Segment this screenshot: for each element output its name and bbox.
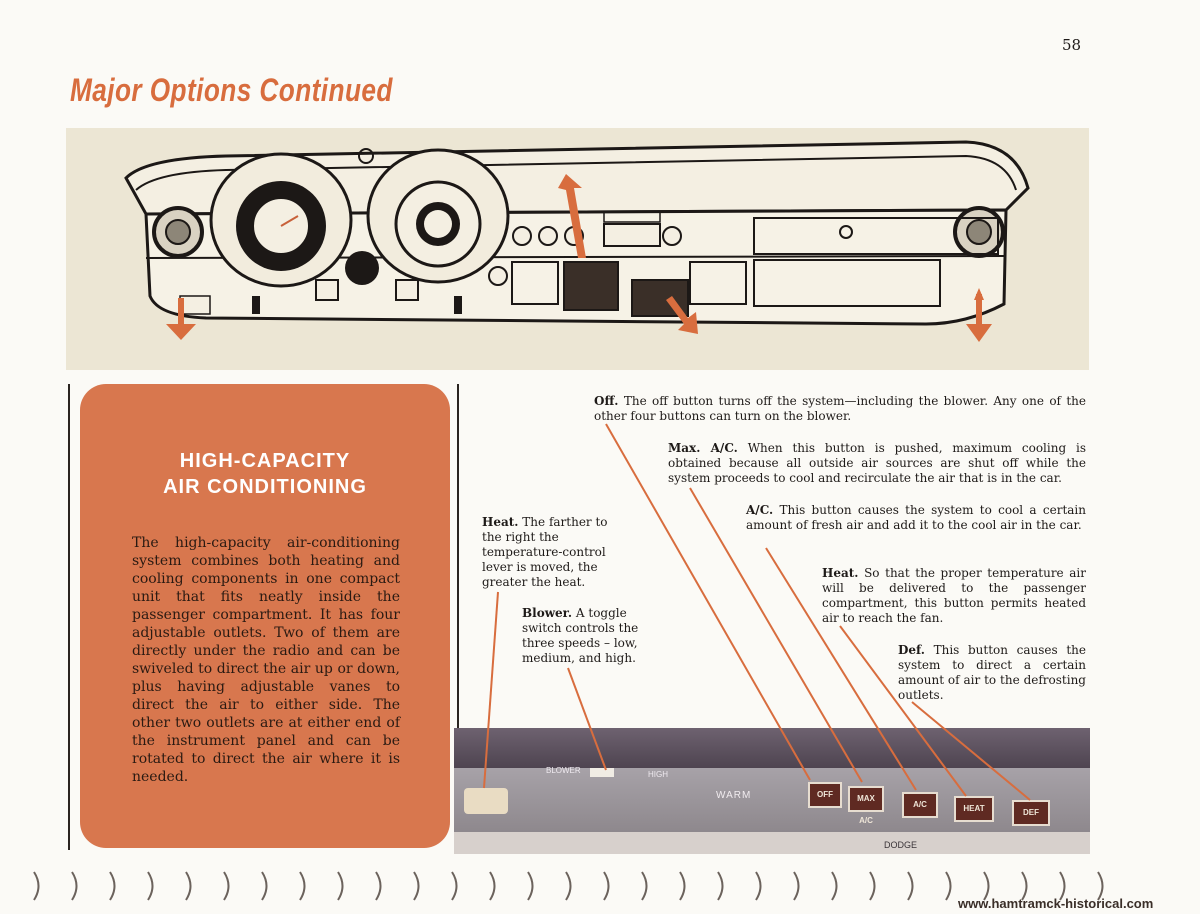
airflow-arrows [166, 174, 992, 342]
note-ac: A/C. This button causes the system to co… [746, 503, 1086, 533]
dashboard-illustration [66, 128, 1089, 370]
note-def: Def. This button causes the system to di… [898, 643, 1086, 703]
note-max-ac-term: Max. A/C. [668, 441, 738, 455]
binder-hole [1097, 871, 1104, 901]
temperature-lever[interactable] [464, 788, 508, 814]
binder-hole [907, 871, 914, 901]
card-title-line-2: AIR CONDITIONING [163, 476, 367, 498]
panel-lower [454, 832, 1090, 854]
center-rule [457, 384, 459, 730]
binder-hole [983, 871, 990, 901]
gauge-pod-right [366, 148, 510, 284]
binder-hole [603, 871, 610, 901]
binder-hole [641, 871, 648, 901]
heat-button[interactable]: HEAT [954, 796, 994, 822]
control-panel-photo: BLOWER HIGH WARM OFF MAX A/C A/C HEAT DE… [454, 728, 1090, 854]
binder-hole [793, 871, 800, 901]
binder-hole [337, 871, 344, 901]
binder-hole [451, 871, 458, 901]
blower-label: BLOWER [546, 766, 581, 775]
note-max-ac-text: When this button is pushed, maximum cool… [668, 441, 1086, 485]
note-off: Off. The off button turns off the system… [594, 394, 1086, 424]
binder-hole [1021, 871, 1028, 901]
binder-hole [945, 871, 952, 901]
binder-hole [831, 871, 838, 901]
binder-hole [1059, 871, 1066, 901]
note-blower-term: Blower. [522, 606, 573, 620]
binder-hole [869, 871, 876, 901]
note-def-term: Def. [898, 643, 925, 657]
binder-hole [679, 871, 686, 901]
note-off-term: Off. [594, 394, 619, 408]
dashboard-drawing [124, 140, 1030, 342]
note-blower: Blower. A toggle switch controls the thr… [522, 606, 648, 666]
website-watermark: www.hamtramck-historical.com [958, 896, 1154, 911]
max-ac-button[interactable]: MAX A/C [848, 786, 884, 825]
binder-hole [299, 871, 306, 901]
note-ac-term: A/C. [746, 503, 774, 517]
feature-card [80, 384, 450, 848]
note-ac-text: This button causes the system to cool a … [746, 503, 1086, 532]
note-heat-button-term: Heat. [822, 566, 859, 580]
binder-hole [413, 871, 420, 901]
note-off-text: The off button turns off the system—incl… [594, 394, 1086, 423]
binder-hole [565, 871, 572, 901]
note-heat-lever-term: Heat. [482, 515, 519, 529]
binder-hole [185, 871, 192, 901]
left-rule [68, 384, 70, 850]
binder-hole [375, 871, 382, 901]
card-title: HIGH-CAPACITY AIR CONDITIONING [80, 448, 450, 500]
binder-hole [71, 871, 78, 901]
binder-hole [527, 871, 534, 901]
binder-hole [261, 871, 268, 901]
page-number: 58 [1062, 36, 1082, 54]
binder-hole [223, 871, 230, 901]
binder-hole [33, 871, 40, 901]
blower-toggle[interactable] [590, 768, 614, 777]
page-heading: Major Options Continued [70, 72, 393, 108]
binder-hole [489, 871, 496, 901]
binder-hole [147, 871, 154, 901]
warm-label: WARM [716, 790, 752, 801]
note-heat-button-text: So that the proper temperature air will … [822, 566, 1086, 625]
note-blower-text: A toggle switch controls the three speed… [522, 606, 639, 665]
binder-hole [717, 871, 724, 901]
ac-button[interactable]: A/C [902, 792, 938, 818]
off-button[interactable]: OFF [808, 782, 842, 808]
radio-label: DODGE [884, 840, 918, 850]
binder-hole [109, 871, 116, 901]
note-max-ac: Max. A/C. When this button is pushed, ma… [668, 441, 1086, 486]
note-heat-button: Heat. So that the proper temperature air… [822, 566, 1086, 626]
note-def-text: This button causes the system to direct … [898, 643, 1086, 702]
note-heat-lever: Heat. The farther to the right the tempe… [482, 515, 626, 590]
high-label: HIGH [648, 770, 668, 779]
card-title-line-1: HIGH-CAPACITY [179, 450, 351, 472]
binder-hole [755, 871, 762, 901]
note-heat-lever-text: The farther to the right the temperature… [482, 515, 608, 589]
card-body: The high-capacity air-conditioning syste… [132, 535, 400, 785]
def-button[interactable]: DEF [1012, 800, 1050, 826]
gauge-pod-left [209, 152, 353, 288]
binder-holes [33, 871, 1104, 901]
